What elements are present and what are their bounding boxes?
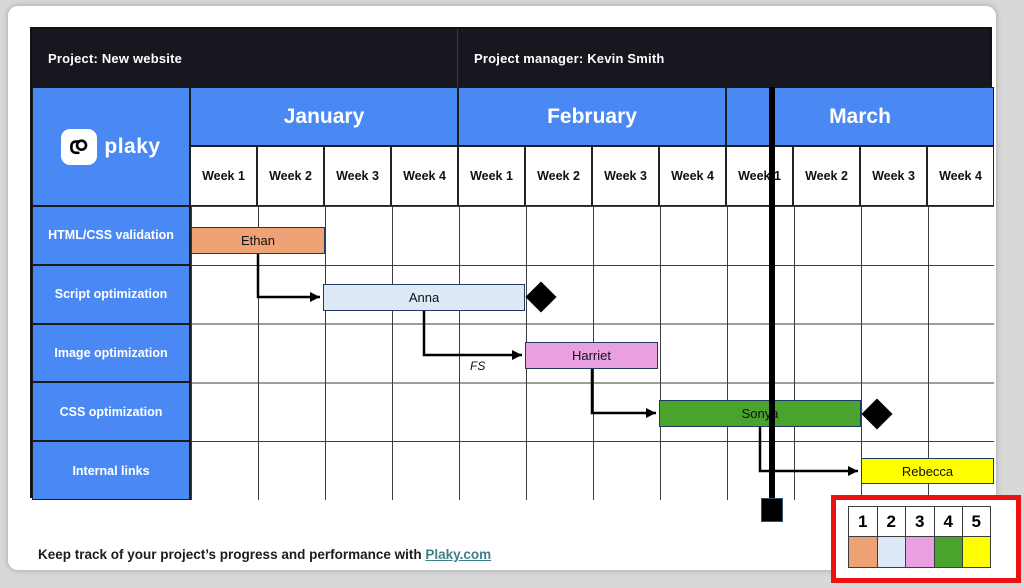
- footer-message: Keep track of your project’s progress an…: [38, 547, 426, 562]
- current-date-line: [769, 87, 775, 500]
- gantt-bar-harriet[interactable]: Harriet: [525, 342, 658, 369]
- week-header: Week 1: [190, 146, 257, 206]
- task-label-internal-links: Internal links: [32, 441, 190, 500]
- month-header-february: February: [458, 87, 726, 146]
- month-header-january: January: [190, 87, 458, 146]
- legend-table: 1 2 3 4 5: [848, 506, 991, 568]
- footer-text: Keep track of your project’s progress an…: [38, 547, 491, 562]
- legend-color-swatch: [848, 537, 877, 568]
- week-header: Week 3: [860, 146, 927, 206]
- legend-color-swatch: [876, 537, 905, 568]
- gantt-chart: Project: New website Project manager: Ke…: [30, 27, 994, 522]
- legend-color-swatch: [962, 537, 991, 568]
- legend-color-swatch: [933, 537, 962, 568]
- week-header: Week 4: [391, 146, 458, 206]
- legend-color-swatch: [905, 537, 934, 568]
- legend-item: 5: [962, 506, 991, 568]
- legend-number: 3: [905, 506, 934, 537]
- title-bar: Project: New website Project manager: Ke…: [32, 29, 990, 87]
- legend-number: 1: [848, 506, 877, 537]
- week-header: Week 3: [324, 146, 391, 206]
- legend-highlight-box: 1 2 3 4 5: [831, 495, 1021, 583]
- project-manager: Project manager: Kevin Smith: [474, 50, 665, 66]
- gantt-bar-anna[interactable]: Anna: [323, 284, 525, 311]
- legend-item: 4: [933, 506, 962, 568]
- task-label-image-optimization: Image optimization: [32, 323, 190, 383]
- gantt-bar-sonya[interactable]: Sonya: [659, 400, 861, 427]
- week-header: Week 4: [927, 146, 994, 206]
- week-header: Week 2: [257, 146, 324, 206]
- legend-number: 5: [962, 506, 991, 537]
- document-page: Project: New website Project manager: Ke…: [8, 6, 1021, 583]
- task-label-css-optimization: CSS optimization: [32, 382, 190, 442]
- week-header: Week 4: [659, 146, 726, 206]
- week-header: Week 2: [525, 146, 592, 206]
- project-title: Project: New website: [32, 29, 458, 87]
- plaky-wordmark: plaky: [104, 134, 161, 158]
- plaky-logo: plaky: [32, 87, 190, 206]
- week-header: Week 1: [458, 146, 525, 206]
- dependency-type-label: FS: [470, 359, 486, 373]
- week-header: Week 2: [793, 146, 860, 206]
- month-header-march: March: [726, 87, 994, 146]
- gantt-bar-rebecca[interactable]: Rebecca: [861, 458, 994, 484]
- legend-item: 1: [848, 506, 877, 568]
- gantt-bar-ethan[interactable]: Ethan: [191, 227, 325, 254]
- current-date-line-handle[interactable]: [761, 498, 783, 522]
- legend-item: 2: [876, 506, 905, 568]
- week-header: Week 3: [592, 146, 659, 206]
- task-label-script-optimization: Script optimization: [32, 264, 190, 324]
- legend-item: 3: [905, 506, 934, 568]
- legend-number: 4: [933, 506, 962, 537]
- week-header: Week 1: [726, 146, 793, 206]
- task-label-html-css-validation: HTML/CSS validation: [32, 206, 190, 265]
- plaky-logo-icon: [61, 128, 98, 165]
- plaky-link[interactable]: Plaky.com: [425, 547, 492, 562]
- legend-number: 2: [876, 506, 905, 537]
